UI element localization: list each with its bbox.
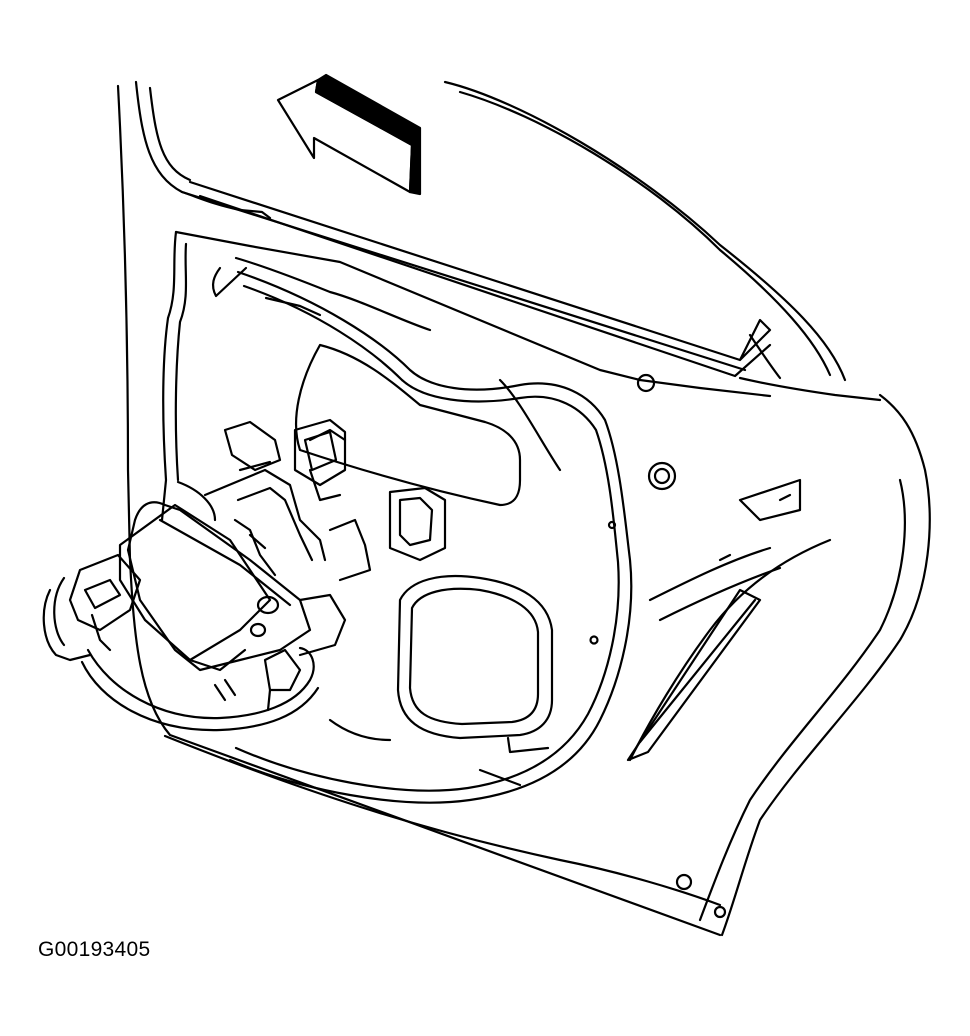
rear-edge-strip: [626, 478, 832, 762]
lower-panel-edge: [163, 718, 722, 907]
lock-module: [118, 420, 372, 712]
fastener-holes: [589, 373, 727, 919]
door-inner-panel: [160, 230, 772, 522]
front-arrow-icon: [276, 73, 422, 196]
wiring-harness: [42, 553, 320, 732]
door-outer-panel: [116, 80, 931, 937]
speaker-opening: [396, 574, 554, 754]
window-channel: [188, 180, 782, 380]
middle-opening: [388, 486, 447, 562]
lock-bracket: [293, 418, 347, 502]
panel-seal: [228, 270, 633, 804]
figure-id-label: G00193405: [38, 938, 151, 961]
